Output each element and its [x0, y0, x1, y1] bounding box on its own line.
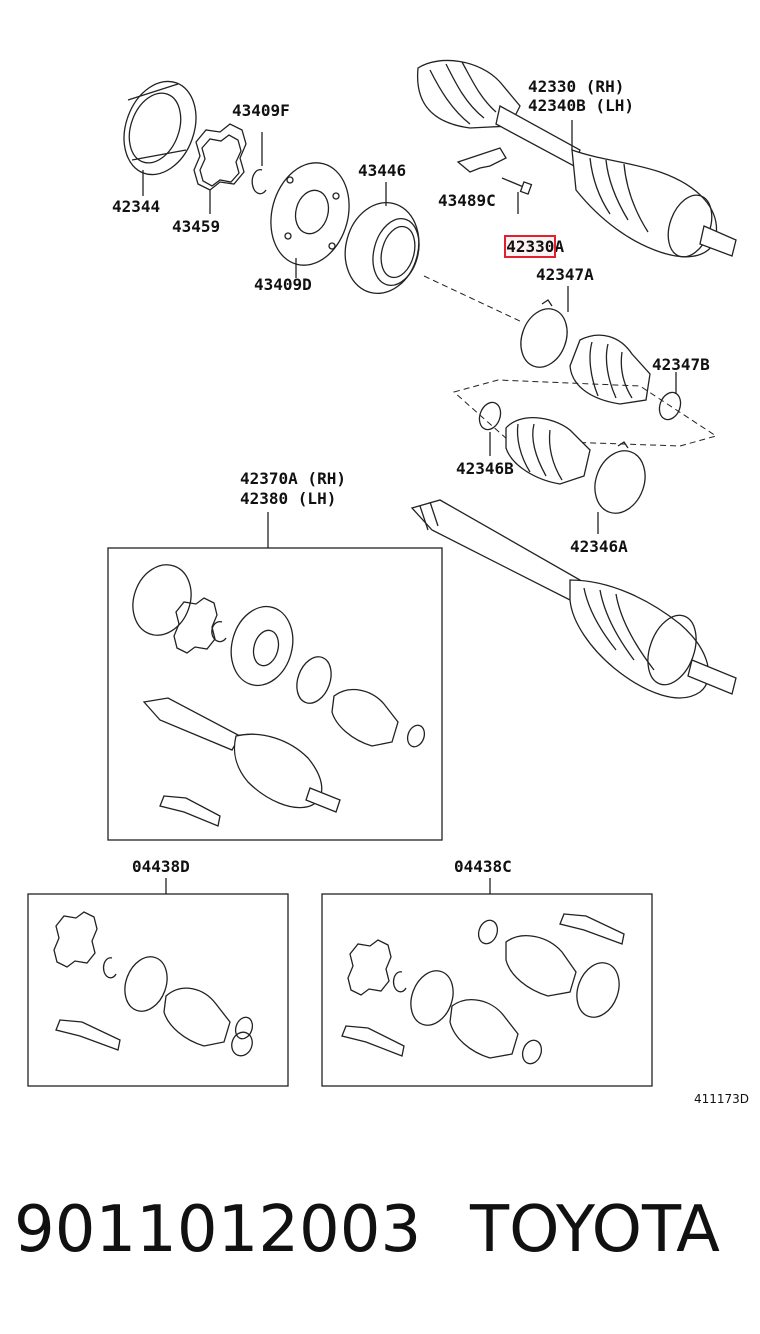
footer-brand: TOYOTA: [470, 1193, 720, 1267]
snap-ring-43409F[interactable]: [251, 169, 267, 195]
label-42347A[interactable]: 42347A: [536, 265, 594, 284]
label-04438C[interactable]: 04438C: [454, 857, 512, 876]
gasket-43459[interactable]: [193, 123, 247, 191]
label-42347B[interactable]: 42347B: [652, 355, 710, 374]
boot-clamp-42346A[interactable]: [587, 441, 654, 520]
bolt-42330A[interactable]: [501, 177, 533, 195]
label-04438D[interactable]: 04438D: [132, 857, 190, 876]
label-42340B-lh[interactable]: 42340B (LH): [528, 96, 634, 115]
joint-housing-42344[interactable]: [112, 71, 209, 184]
label-43489C[interactable]: 43489C: [438, 191, 496, 210]
label-43459[interactable]: 43459: [172, 217, 221, 236]
highlighted-part-number[interactable]: 42330: [504, 235, 557, 258]
part-suffix: A: [554, 237, 565, 256]
kit-box-04438D: [27, 893, 289, 1087]
label-42346B[interactable]: 42346B: [456, 459, 514, 478]
clip-43489C[interactable]: [456, 147, 507, 173]
kit-box-42370A: [107, 547, 443, 841]
drive-shaft-assembly-top[interactable]: [416, 59, 737, 262]
drive-shaft-assembly-middle[interactable]: [410, 499, 737, 699]
exploded-parts-diagram: [27, 59, 737, 1087]
box2-parts[interactable]: [53, 911, 256, 1059]
label-43409F[interactable]: 43409F: [232, 101, 290, 120]
joint-cage-43446[interactable]: [335, 194, 428, 302]
footer-part-number: 9011012003: [14, 1193, 422, 1267]
boot-clamp-42347A[interactable]: [513, 299, 575, 374]
label-43446[interactable]: 43446: [358, 161, 407, 180]
box3-parts[interactable]: [341, 913, 626, 1066]
diagram-reference: 411173D: [694, 1092, 750, 1106]
boot-clamp-42347B[interactable]: [656, 389, 684, 422]
label-42344[interactable]: 42344: [112, 197, 161, 216]
label-43409D[interactable]: 43409D: [254, 275, 312, 294]
label-42370A-rh[interactable]: 42370A (RH): [240, 469, 346, 488]
inner-race-43409D[interactable]: [260, 154, 360, 274]
label-42380-lh[interactable]: 42380 (LH): [240, 489, 337, 508]
kit-box-04438C: [321, 893, 653, 1087]
boot-clamp-42346B[interactable]: [476, 399, 504, 432]
inboard-boot[interactable]: [505, 416, 591, 485]
box1-parts[interactable]: [123, 557, 427, 827]
label-42346A[interactable]: 42346A: [570, 537, 628, 556]
label-42330A[interactable]: 42330A: [487, 220, 565, 258]
outboard-boot[interactable]: [569, 334, 651, 405]
label-42330-rh[interactable]: 42330 (RH): [528, 77, 625, 96]
